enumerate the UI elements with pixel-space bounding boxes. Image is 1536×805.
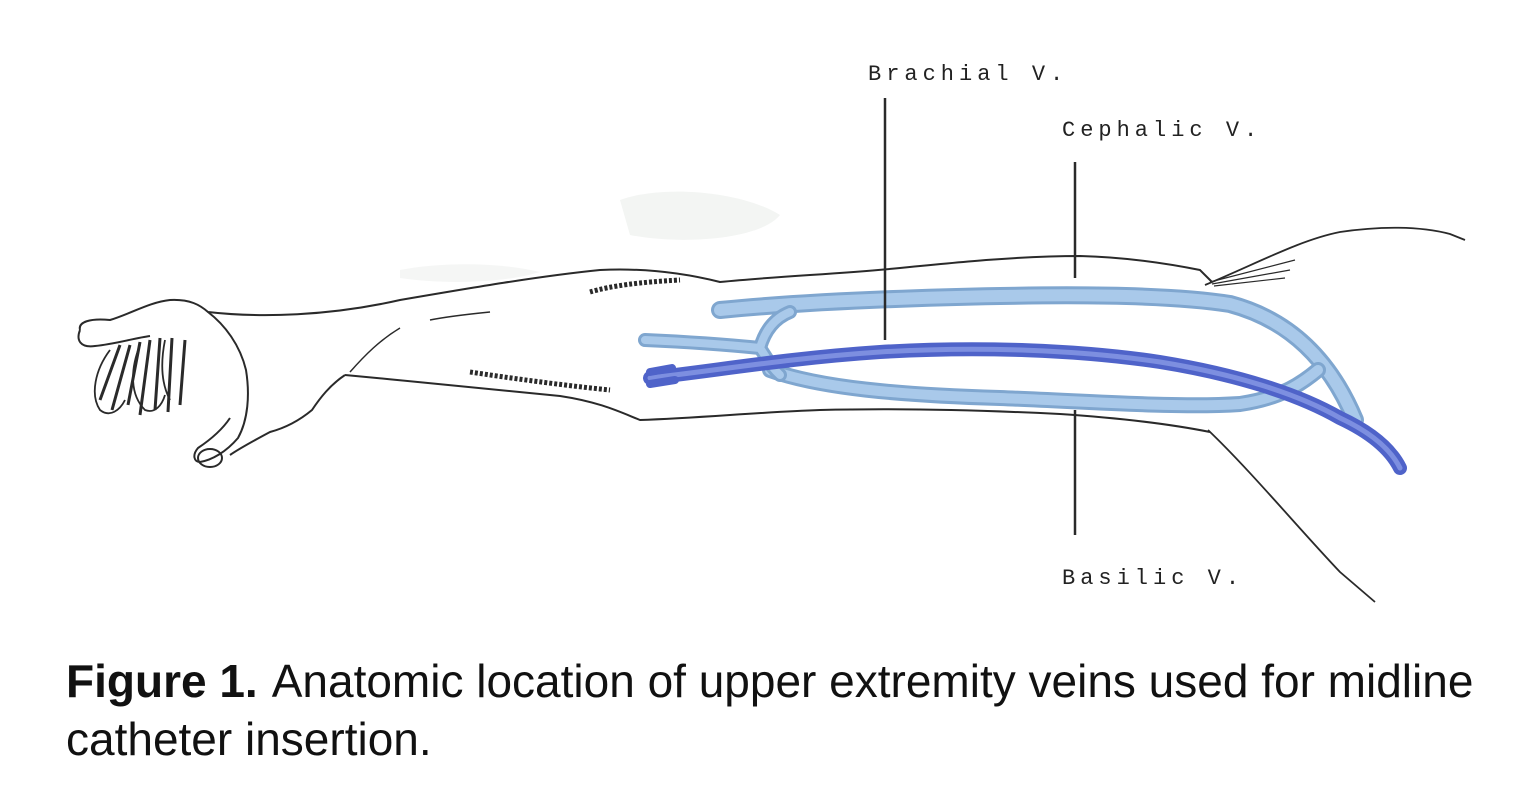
figure-caption: Figure 1.Anatomic location of upper extr… <box>66 652 1486 768</box>
arm-outline-top <box>78 254 1213 331</box>
torso-outline <box>1207 429 1376 603</box>
shoulder-hatch <box>1209 259 1296 287</box>
arm-vein-diagram: Brachial V. Cephalic V. Basilic V. <box>77 62 1466 603</box>
basilic-vein-label: Basilic V. <box>1062 566 1245 591</box>
background-smudge <box>400 264 540 282</box>
brachial-vein <box>643 342 1407 475</box>
fingernail <box>197 448 223 468</box>
hand-outline <box>193 311 249 464</box>
superficial-veins <box>638 286 1364 429</box>
figure-caption-text: Anatomic location of upper extremity vei… <box>66 655 1474 765</box>
finger-outline <box>93 339 171 415</box>
cephalic-vein-fill <box>714 289 1361 426</box>
figure-caption-label: Figure 1. <box>66 655 258 707</box>
background-smudge <box>620 191 780 240</box>
finger-shading <box>98 337 187 416</box>
arm-outline-bottom <box>344 374 1211 433</box>
forearm-hatching <box>589 277 681 295</box>
thumb-outline <box>77 329 151 348</box>
brachial-vein-label: Brachial V. <box>868 62 1069 87</box>
brachial-vein-group <box>643 342 1407 475</box>
basilic-vein-fill <box>765 365 1323 411</box>
forearm-contour <box>349 311 491 373</box>
cephalic-vein-label: Cephalic V. <box>1062 118 1263 143</box>
brachial-vein-highlight <box>647 346 1403 471</box>
wrist-outline <box>229 374 346 456</box>
forearm-hatching <box>469 369 611 393</box>
arm-illustration <box>77 98 1466 603</box>
brachial-vein-branch <box>646 364 679 388</box>
shoulder-outline <box>1204 226 1466 286</box>
